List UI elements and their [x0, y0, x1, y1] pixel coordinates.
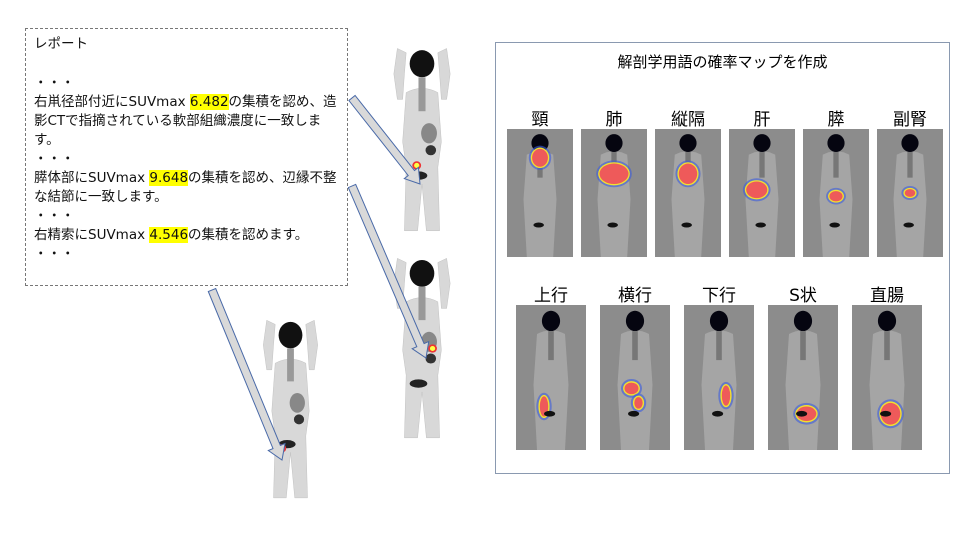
probability-map-image	[729, 129, 795, 257]
suv-value: 9.648	[149, 170, 189, 186]
probability-map-panel: 解剖学用語の確率マップを作成 頸 肺 縦隔 肝 膵 副腎 上行 横行 下行 S状…	[495, 42, 950, 474]
arrow-3	[207, 287, 286, 461]
map-cell: 副腎	[877, 105, 943, 257]
probability-map-image	[516, 305, 586, 450]
probability-map-image	[581, 129, 647, 257]
anatomy-label: 頸	[531, 110, 549, 130]
anatomy-label: 上行	[534, 286, 568, 306]
probability-map-image	[507, 129, 573, 257]
anatomy-label: 横行	[618, 286, 652, 306]
suv-value: 4.546	[149, 227, 189, 243]
arrow-2	[347, 183, 430, 359]
finding-text: 右精索にSUVmax	[34, 227, 150, 243]
finding-text: 膵体部にSUVmax	[34, 170, 150, 186]
finding-text: の集積を認めます。	[188, 227, 309, 243]
map-cell: 上行	[516, 281, 586, 450]
probability-map-image	[852, 305, 922, 450]
report-title: レポート	[34, 36, 88, 52]
probability-map-image	[768, 305, 838, 450]
probability-map-image	[803, 129, 869, 257]
finding-text: の集積を認め、造影CTで指摘されている軟部組織濃度に一致します。	[34, 94, 337, 148]
anatomy-label: 肝	[753, 110, 771, 130]
map-cell: 縦隔	[655, 105, 721, 257]
probability-map-image	[600, 305, 670, 450]
probability-map-image	[877, 129, 943, 257]
anatomy-label: S状	[789, 286, 817, 306]
probability-map-image	[684, 305, 754, 450]
ellipsis: ・・・	[34, 208, 75, 224]
panel-title: 解剖学用語の確率マップを作成	[617, 53, 828, 71]
anatomy-label: 縦隔	[671, 110, 705, 130]
map-cell: 直腸	[852, 281, 922, 450]
anatomy-label: 下行	[702, 286, 736, 306]
map-cell: 頸	[507, 105, 573, 257]
arrow-1	[348, 94, 421, 185]
map-cell: 肺	[581, 105, 647, 257]
map-cell: 下行	[684, 281, 754, 450]
finding-text: 右鼡径部付近にSUVmax	[34, 94, 190, 110]
map-cell: 膵	[803, 105, 869, 257]
ellipsis: ・・・	[34, 151, 75, 167]
ellipsis: ・・・	[34, 75, 75, 91]
probability-map-image	[655, 129, 721, 257]
finding-2: 膵体部にSUVmax 9.648の集積を認め、辺縁不整な結節に一致します。	[34, 169, 339, 207]
anatomy-label: 副腎	[893, 110, 927, 130]
anatomy-label: 肺	[605, 110, 623, 130]
finding-text: の集積を認め、辺縁不整な結節に一致します。	[34, 170, 337, 205]
map-cell: 横行	[600, 281, 670, 450]
anatomy-label: 直腸	[870, 286, 904, 306]
map-cell: 肝	[729, 105, 795, 257]
finding-3: 右精索にSUVmax 4.546の集積を認めます。	[34, 226, 339, 245]
suv-value: 6.482	[189, 94, 229, 110]
report-box: レポート ・・・ 右鼡径部付近にSUVmax 6.482の集積を認め、造影CTで…	[25, 28, 348, 286]
ellipsis: ・・・	[34, 246, 75, 262]
anatomy-label: 膵	[827, 110, 845, 130]
finding-1: 右鼡径部付近にSUVmax 6.482の集積を認め、造影CTで指摘されている軟部…	[34, 93, 339, 150]
map-cell: S状	[768, 281, 838, 450]
